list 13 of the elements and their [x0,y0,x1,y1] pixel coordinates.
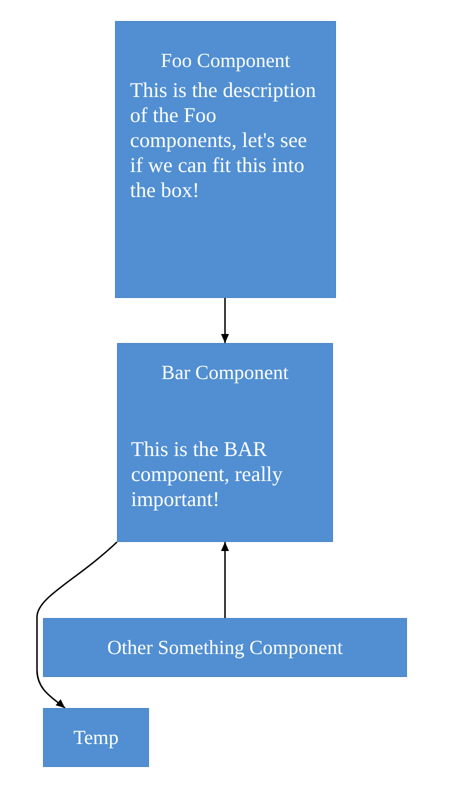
arrow [221,542,229,618]
component-description: This is the description of the Foo components, let's see if we can fit this into the box! [130,78,318,203]
component-box [43,708,149,767]
component-box [43,618,407,677]
arrow [221,298,229,343]
component-title: Bar Component [160,361,290,385]
component-title: Temp [72,726,120,750]
component-title: Foo Component [160,49,292,73]
component-box [117,343,333,542]
component-box [115,21,336,298]
arrow [36,541,118,709]
component-title: Other Something Component [106,636,344,660]
component-description: This is the BAR component, really important! [131,437,284,512]
